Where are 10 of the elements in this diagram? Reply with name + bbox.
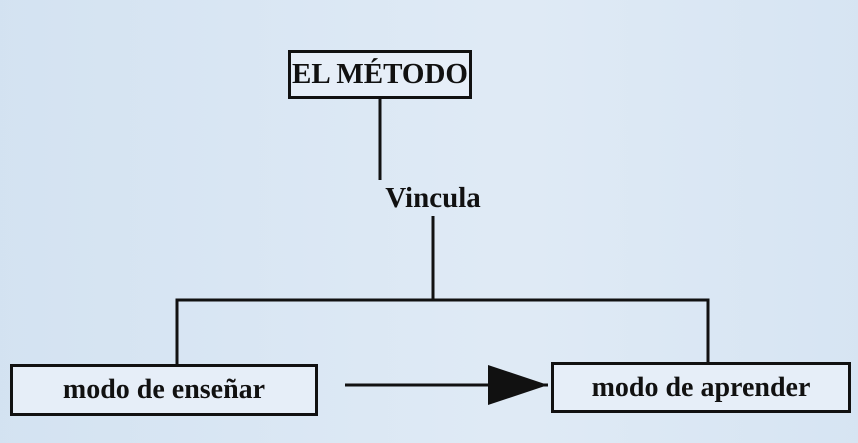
concept-box [10, 364, 318, 416]
box-text: EL MÉTODO [292, 58, 468, 91]
title-box [288, 50, 472, 99]
box-text: modo de aprender [592, 372, 810, 404]
connector-label: Vincula [378, 178, 488, 218]
connector-line [432, 216, 710, 362]
arrow [345, 365, 548, 405]
connector-line [378, 99, 382, 180]
concept-box [551, 362, 851, 413]
box-text: modo de enseñar [62, 374, 266, 406]
